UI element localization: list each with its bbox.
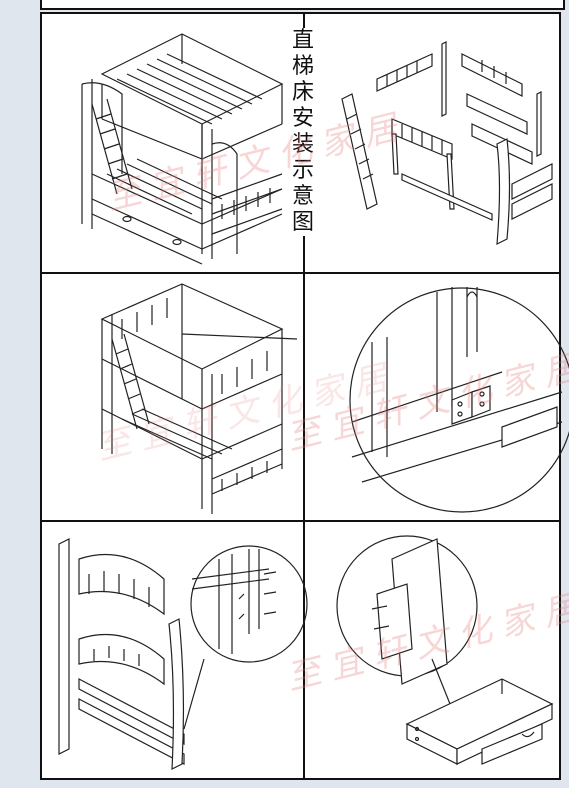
ladder — [92, 99, 132, 194]
panel-exploded-parts — [332, 34, 557, 264]
panel-frame-assembly — [62, 279, 297, 519]
diagram-title: 直梯床安装示意图 — [288, 28, 318, 236]
top-strip — [40, 0, 565, 10]
grid-divider-horizontal-2 — [42, 520, 559, 522]
grid-divider-vertical — [303, 14, 305, 778]
lower-rail-balusters — [222, 188, 270, 219]
instruction-sheet: 直梯床安装示意图 — [40, 12, 569, 780]
panel-headboard-assembly — [54, 539, 299, 774]
corner-bracket — [452, 386, 490, 424]
panel-drawer-assembly — [322, 534, 557, 774]
grid-divider-horizontal-1 — [42, 272, 559, 274]
upper-slats — [117, 54, 262, 124]
panel-assembled-bed — [62, 24, 292, 269]
panel-bracket-detail — [342, 282, 562, 514]
